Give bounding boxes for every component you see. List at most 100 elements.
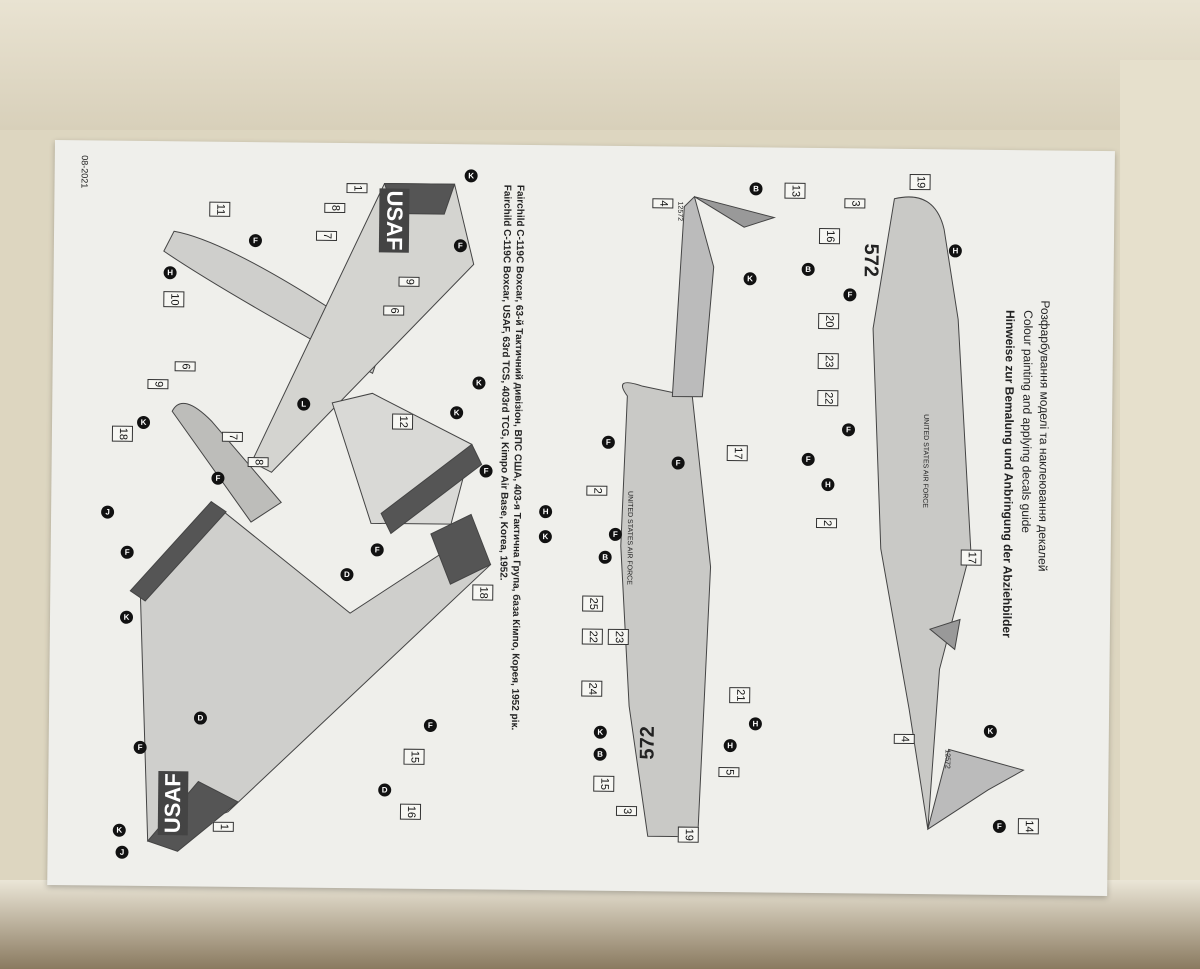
callout-number: 4 [652,198,674,209]
page-code: 08-2021 [79,155,90,189]
callout-number: 17 [960,549,982,566]
callout-number: 8 [324,202,346,214]
callout-number: 7 [315,230,338,242]
paint-callout: J [115,845,129,859]
callout-number: 6 [383,305,405,316]
aircraft-side-view-1 [872,196,1025,831]
paint-callout: B [749,182,763,196]
callout-number: 23 [817,352,839,370]
callout-number: 11 [209,201,231,218]
callout-number: 1 [212,821,234,833]
paint-callout: J [101,505,115,519]
callout-number: 2 [586,485,608,496]
callout-number: 23 [607,628,629,646]
callout-number: 4 [893,733,915,745]
paint-callout: K [593,725,607,739]
paint-callout: F [370,543,384,557]
paint-callout: F [248,234,263,248]
instruction-sheet: 08-2021 Розфарбування моделі та наклеюва… [47,140,1115,897]
paint-callout: K [983,724,997,738]
callout-number: 16 [818,228,841,245]
paint-callout: F [608,527,622,541]
aircraft-bottom-view [129,500,492,852]
paint-callout: F [120,545,134,559]
callout-number: 17 [726,445,748,462]
paint-callout: K [464,169,478,183]
paint-callout: K [743,272,757,286]
box-lid-top [0,0,1200,130]
tail-number-2: 572 [636,726,659,760]
paint-callout: H [163,266,177,280]
callout-number: 5 [718,766,740,778]
callout-number: 19 [677,826,699,844]
callout-number: 21 [729,687,751,704]
callout-number: 22 [581,628,603,646]
callout-number: 3 [615,805,638,817]
paint-callout: K [112,823,126,837]
aircraft-side-view-2 [620,195,777,838]
paint-callout: F [133,740,147,754]
paint-callout: F [671,456,685,470]
callout-number: 14 [1017,818,1039,835]
callout-number: 18 [472,584,494,601]
fuselage-lettering-1: UNITED STATES AIR FORCE [921,414,930,509]
callout-number: 25 [582,595,604,613]
title-ua: Розфарбування моделі та наклеювання дека… [1035,300,1053,572]
usaf-marking-top: USAF [378,188,410,253]
tail-number-1: 572 [859,243,882,278]
usaf-marking-bottom: USAF [157,771,189,836]
paint-callout: D [378,783,392,797]
callout-number: 10 [163,291,185,308]
callout-number: 9 [147,378,169,390]
title-en: Colour painting and applying decals guid… [1018,310,1036,534]
callout-number: 19 [909,173,931,191]
paint-callout: F [211,471,225,485]
paint-callout: B [801,262,815,276]
paint-callout: F [479,464,493,478]
paint-callout: L [297,397,311,411]
paint-callout: F [601,435,615,449]
paint-callout: B [598,550,612,564]
paint-callout: K [450,406,464,420]
callout-number: 24 [581,680,603,698]
callout-number: 16 [399,803,422,821]
paint-callout: F [992,819,1006,833]
serial-marking-2: 12572 [676,201,684,222]
paint-callout: F [843,288,857,302]
paint-callout: H [821,478,835,492]
callout-number: 13 [784,182,806,200]
callout-number: 7 [221,431,243,443]
callout-number: 15 [593,775,615,793]
paint-callout: K [119,610,134,624]
paint-callout: H [539,505,553,519]
fuselage-lettering-2: UNITED STATES AIR FORCE [625,491,634,585]
callout-number: 20 [818,313,840,330]
aircraft-top-view [163,182,483,535]
callout-number: 1 [346,183,368,194]
callout-number: 15 [403,748,425,766]
paint-callout: K [538,530,552,544]
callout-number: 6 [174,361,196,372]
paint-callout: H [748,717,762,731]
paint-callout: B [593,747,607,761]
callout-number: 2 [815,517,838,529]
paint-callout: F [801,452,815,466]
paint-callout: F [453,239,467,253]
paint-callout: H [948,244,962,258]
box-side-right [1120,60,1200,940]
callout-number: 9 [398,276,420,287]
callout-number: 12 [391,413,414,431]
aircraft-drawings [129,182,1025,852]
paint-callout: F [841,423,856,437]
paint-callout: K [136,415,151,430]
paint-callout: D [340,568,354,582]
callout-number: 8 [247,457,269,468]
callout-number: 22 [817,389,839,407]
callout-number: 18 [111,425,134,443]
paint-callout: K [472,376,486,390]
callout-number: 3 [844,198,866,209]
serial-marking-1: 12572 [943,749,951,769]
paint-callout: D [193,711,208,725]
paint-callout: F [423,718,437,733]
paint-callout: H [723,739,737,753]
